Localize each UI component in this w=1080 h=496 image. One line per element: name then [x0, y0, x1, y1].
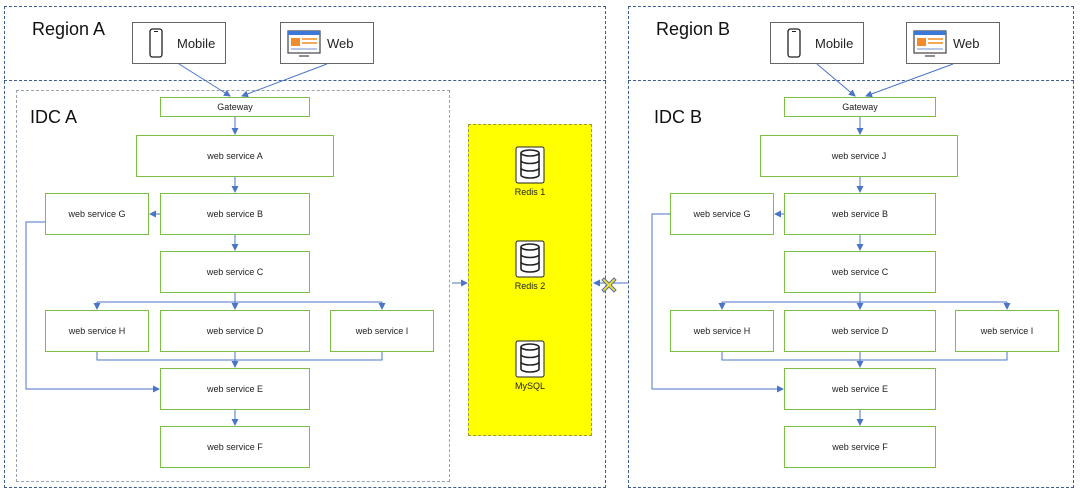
- idc-a-web-service-d: web service D: [160, 310, 310, 352]
- database-cylinder-icon: [515, 340, 545, 378]
- x-mark-icon: [598, 274, 620, 296]
- idc-a-web-service-b: web service B: [160, 193, 310, 235]
- database-cylinder-icon: [515, 146, 545, 184]
- idc-b-web-service-f: web service F: [784, 426, 936, 468]
- region-a-idc-separator: [4, 80, 606, 81]
- redis-1-label: Redis 1: [514, 187, 546, 197]
- region-a-frame: [4, 6, 606, 488]
- region-b-web-client: Web: [906, 22, 1000, 64]
- idc-b-web-service-d: web service D: [784, 310, 936, 352]
- mysql-label: MySQL: [514, 381, 545, 391]
- region-a-web-client: Web: [280, 22, 374, 64]
- redis-2-label: Redis 2: [514, 281, 546, 291]
- region-b-mobile-client: Mobile: [770, 22, 864, 64]
- idc-b-web-service-i: web service I: [955, 310, 1059, 352]
- region-b-idc-separator: [628, 80, 1074, 81]
- mysql-store: MySQL: [500, 340, 560, 391]
- region-b-web-label: Web: [953, 35, 980, 51]
- region-a-mobile-client: Mobile: [132, 22, 226, 64]
- idc-b-web-service-g: web service G: [670, 193, 774, 235]
- idc-b-title: IDC B: [654, 107, 703, 127]
- idc-a-web-service-c: web service C: [160, 251, 310, 293]
- browser-window-icon: [913, 28, 947, 58]
- idc-b-web-service-e: web service E: [784, 368, 936, 410]
- idc-a-web-service-f: web service F: [160, 426, 310, 468]
- idc-a-frame: [16, 90, 450, 482]
- smartphone-icon: [141, 28, 171, 58]
- browser-window-icon: [287, 28, 321, 58]
- idc-a-gateway: Gateway: [160, 97, 310, 117]
- region-b-frame: [628, 6, 1074, 488]
- idc-b-web-service-b: web service B: [784, 193, 936, 235]
- database-cylinder-icon: [515, 240, 545, 278]
- idc-a-web-service-e: web service E: [160, 368, 310, 410]
- idc-b-web-service-c: web service C: [784, 251, 936, 293]
- region-a-mobile-label: Mobile: [177, 35, 216, 51]
- region-b-mobile-label: Mobile: [815, 35, 854, 51]
- redis-2-store: Redis 2: [500, 240, 560, 291]
- idc-a-web-service-h: web service H: [45, 310, 149, 352]
- region-a-web-label: Web: [327, 35, 354, 51]
- idc-a-title: IDC A: [30, 107, 78, 127]
- idc-b-gateway: Gateway: [784, 97, 936, 117]
- region-b-title: Region B: [656, 19, 731, 39]
- idc-b-web-service-h: web service H: [670, 310, 774, 352]
- idc-a-web-service-i: web service I: [330, 310, 434, 352]
- redis-1-store: Redis 1: [500, 146, 560, 197]
- smartphone-icon: [779, 28, 809, 58]
- idc-b-web-service-j: web service J: [760, 135, 958, 177]
- region-a-title: Region A: [32, 19, 106, 39]
- idc-a-web-service-g: web service G: [45, 193, 149, 235]
- idc-a-web-service-a: web service A: [136, 135, 334, 177]
